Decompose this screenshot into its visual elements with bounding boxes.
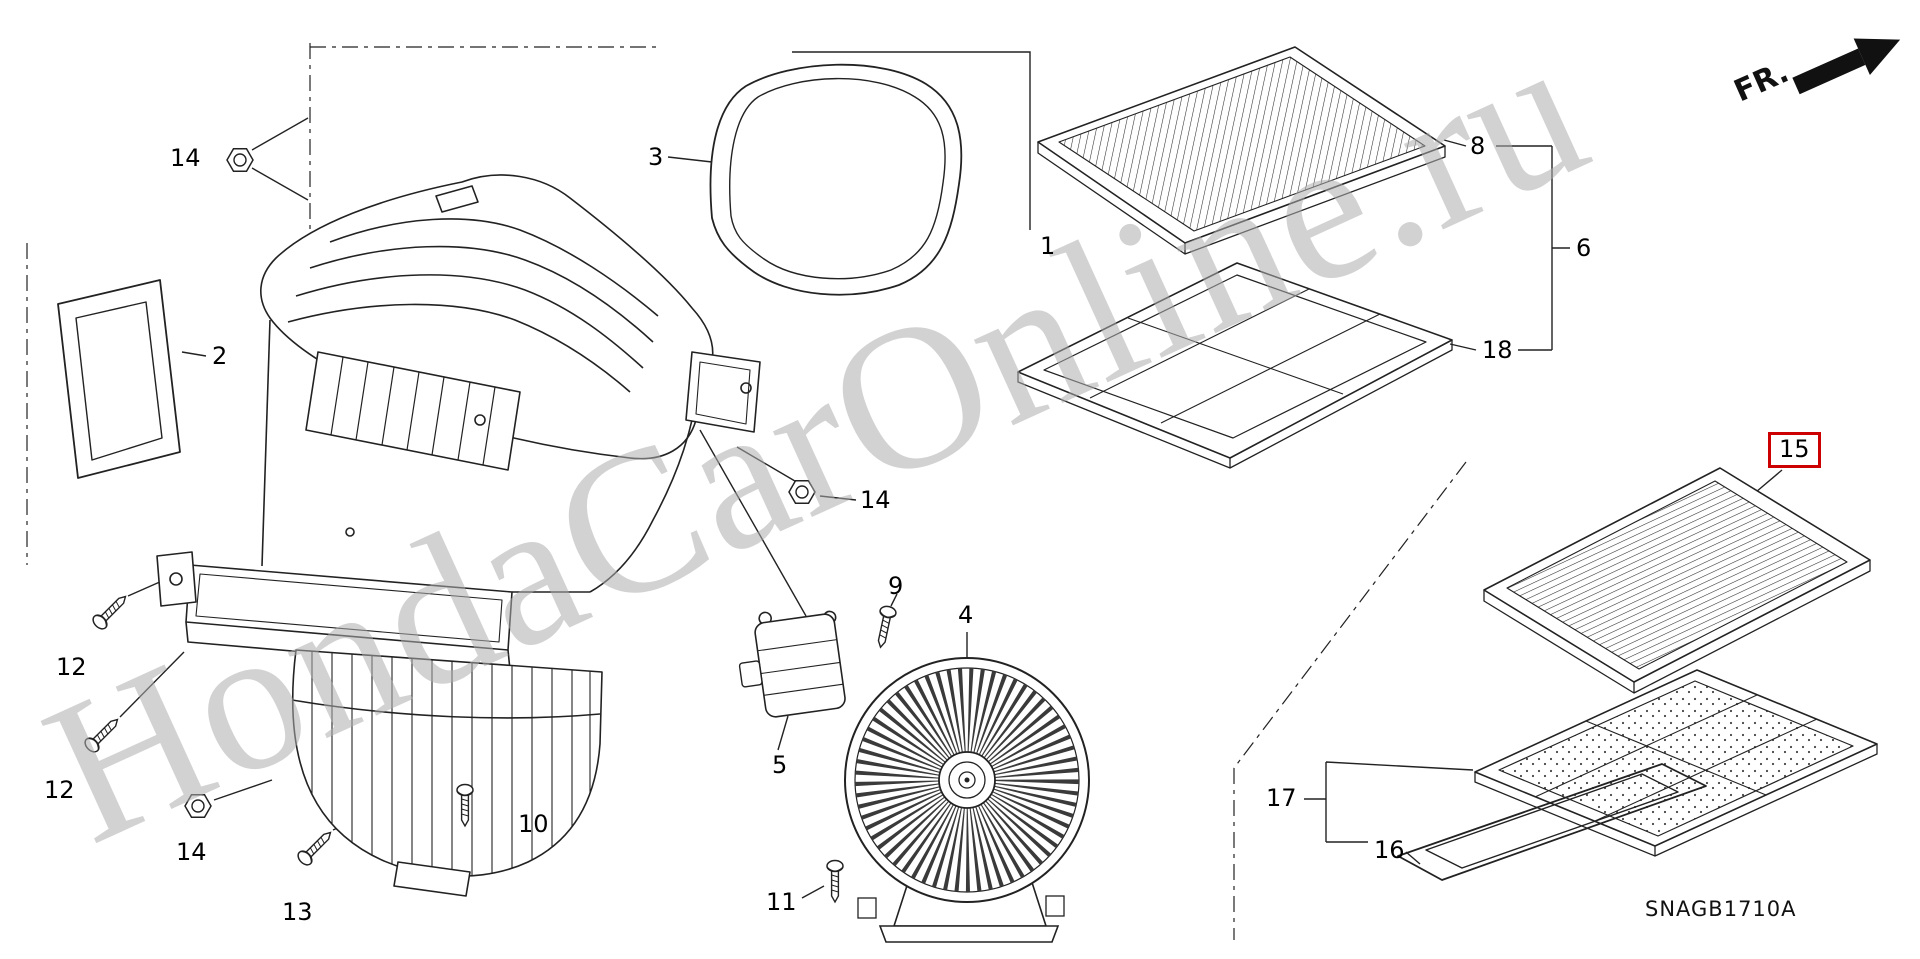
part-label-14-a[interactable]: 14: [170, 144, 201, 172]
part-label-14-c[interactable]: 14: [176, 838, 207, 866]
screw-12-lower: [81, 713, 124, 756]
nut-14-middle: [788, 479, 816, 505]
part-label-12-a[interactable]: 12: [56, 653, 87, 681]
heater-unit-drawing: [156, 174, 761, 897]
part-label-3[interactable]: 3: [648, 143, 664, 171]
filter-frame-18-drawing: [1017, 262, 1453, 469]
heater-seal-drawing: [709, 63, 963, 296]
part-label-4[interactable]: 4: [958, 601, 974, 629]
part-label-1[interactable]: 1: [1040, 232, 1056, 260]
part-label-16[interactable]: 16: [1374, 836, 1405, 864]
fr-arrow-icon: [1792, 38, 1901, 95]
blower-motor-drawing: [844, 657, 1090, 943]
cabin-filter-8-drawing: [1037, 46, 1446, 255]
duct-seal-drawing: [57, 279, 181, 479]
part-label-9[interactable]: 9: [888, 572, 904, 600]
nut-14-top: [226, 147, 254, 173]
screw-9: [871, 604, 898, 650]
part-label-10[interactable]: 10: [518, 810, 549, 838]
fr-direction-indicator: FR.: [1729, 38, 1901, 110]
part-label-12-b[interactable]: 12: [44, 776, 75, 804]
chain-lines: [26, 43, 1467, 940]
filter-tray-drawing: [1474, 669, 1878, 857]
screw-11: [826, 859, 844, 903]
nut-14-bottom: [184, 793, 212, 819]
fr-label: FR.: [1729, 55, 1794, 110]
part-label-2[interactable]: 2: [212, 342, 228, 370]
diagram-code: SNAGB1710A: [1645, 897, 1797, 921]
seal-16-drawing: [1397, 763, 1707, 881]
part-label-6[interactable]: 6: [1576, 234, 1592, 262]
part-label-8[interactable]: 8: [1470, 132, 1486, 160]
part-label-17[interactable]: 17: [1266, 784, 1297, 812]
part-label-11[interactable]: 11: [766, 888, 797, 916]
part-label-15-highlighted[interactable]: 15: [1768, 432, 1821, 468]
part-label-18[interactable]: 18: [1482, 336, 1513, 364]
part-label-13[interactable]: 13: [282, 898, 313, 926]
mode-motor-drawing: [738, 610, 846, 718]
screw-13: [294, 826, 337, 869]
cabin-filter-15-drawing: [1483, 467, 1871, 694]
screw-12-upper: [89, 590, 132, 633]
part-label-5[interactable]: 5: [772, 751, 788, 779]
part-label-14-b[interactable]: 14: [860, 486, 891, 514]
